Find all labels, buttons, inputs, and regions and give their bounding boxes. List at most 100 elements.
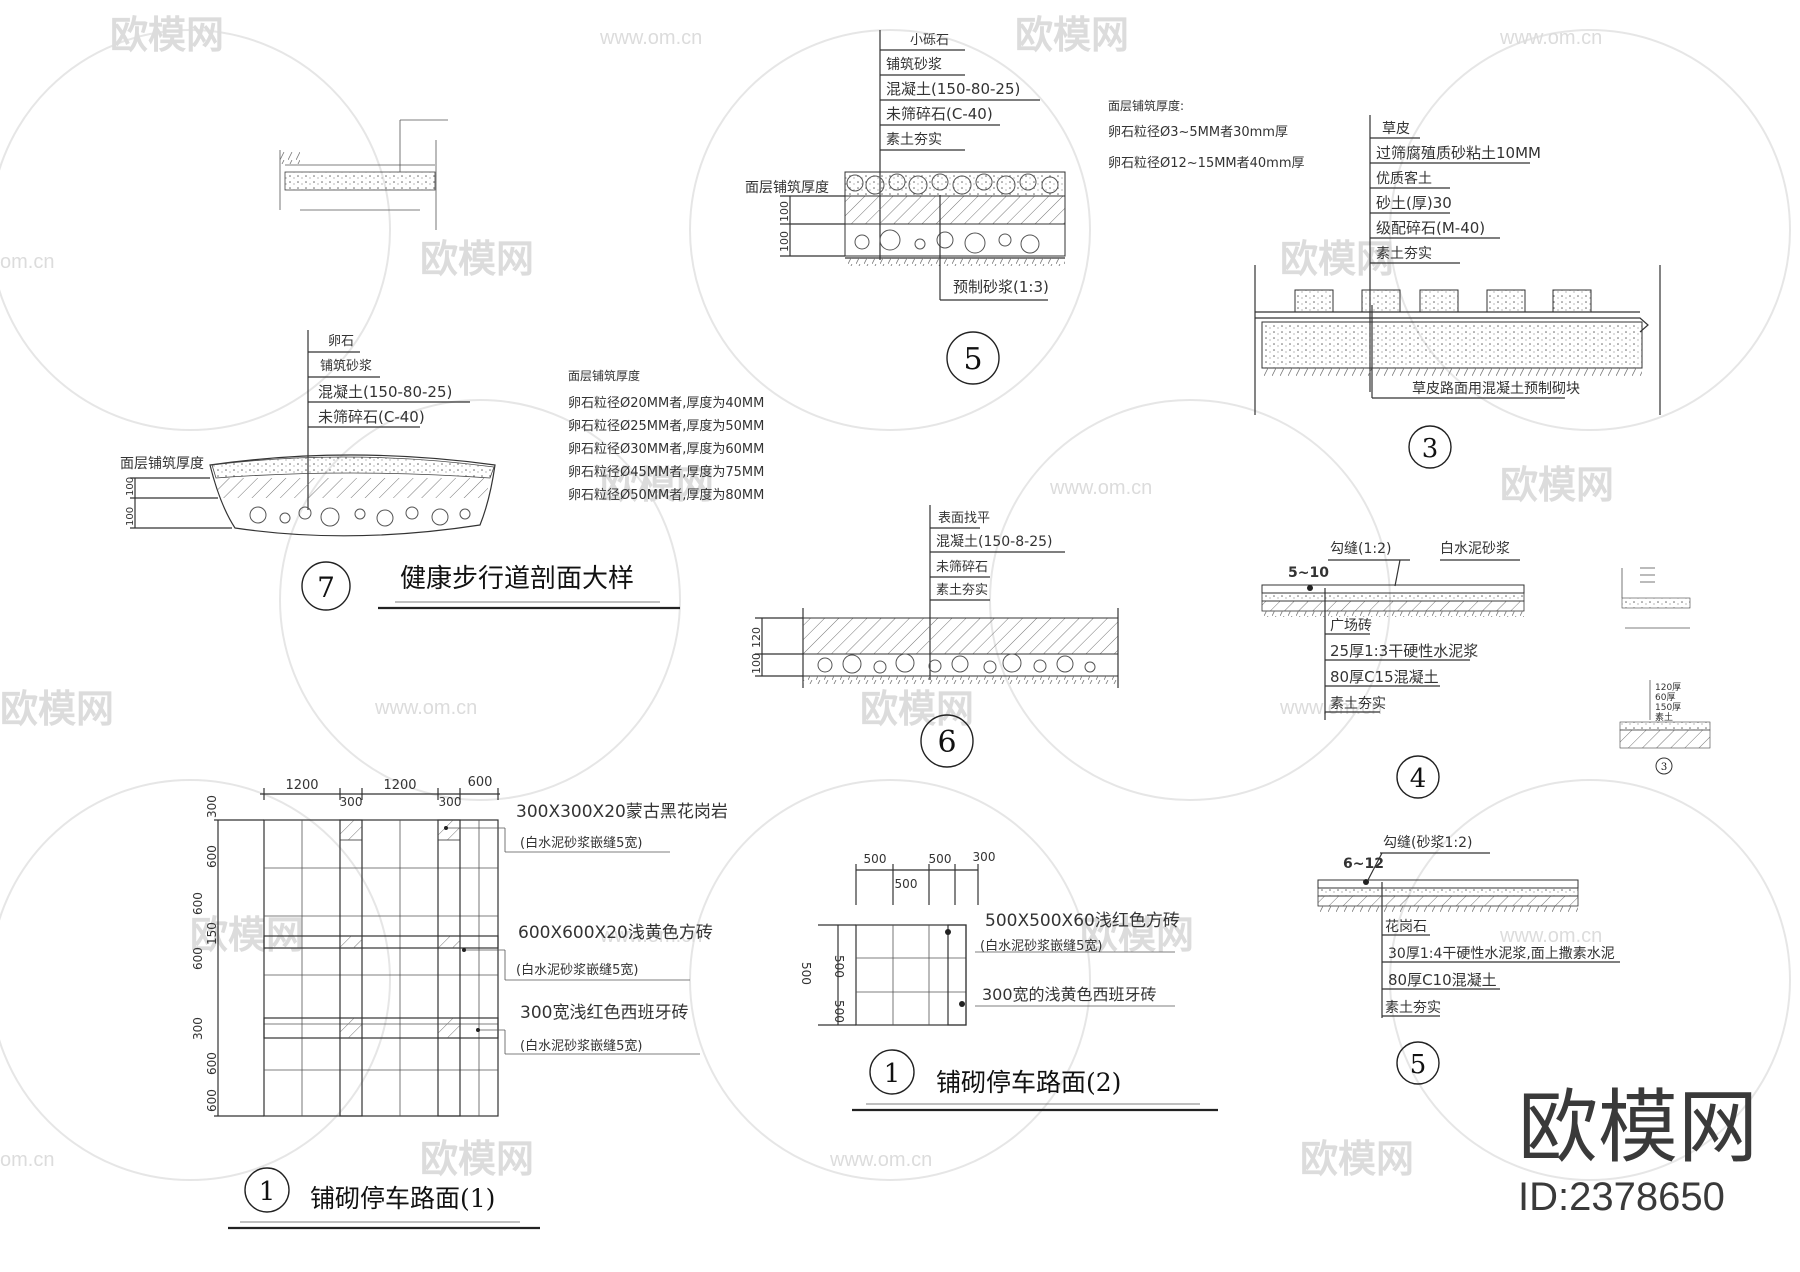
note-line: 卵石粒径Ø50MM者,厚度为80MM [568, 487, 764, 503]
thickness-label: 面层铺筑厚度 [120, 456, 204, 472]
dim-label: 100 [778, 231, 791, 252]
watermark-logo: 欧模网 [1300, 1139, 1414, 1181]
watermark-url: www.om.cn [1049, 477, 1152, 499]
layer-label: 砂土(厚)30 [1376, 194, 1452, 212]
watermark-logo: 欧模网 [420, 239, 534, 281]
brand-logo: 欧模网 [1518, 1081, 1758, 1174]
watermark-logo: 欧模网 [110, 15, 224, 57]
dim-label: 600 [205, 1089, 219, 1112]
dim-label: 500 [832, 955, 846, 978]
joint-size: 5~10 [1288, 565, 1329, 581]
layer-label: 素土夯实 [886, 132, 942, 148]
watermark-logo: 欧模网 [860, 689, 974, 731]
watermark-url: www.om.cn [599, 925, 702, 947]
layer-label: 草皮 [1382, 121, 1410, 137]
brand-block: 欧模网 ID:2378650 [1518, 1081, 1758, 1219]
dim-label: 100 [750, 653, 763, 674]
detail-5-bottom: 勾缝(砂浆1:2) 6~12 花岗石 30厚1:4干硬性水泥浆,面上撒素水泥 8… [1317, 835, 1620, 1085]
joint-size: 6~12 [1343, 856, 1384, 872]
note-line: 卵石粒径Ø3~5MM者30mm厚 [1108, 125, 1288, 140]
material-note: (白水泥砂浆嵌缝5宽) [520, 1038, 642, 1054]
layer-label: 25厚1:3干硬性水泥浆 [1330, 642, 1478, 660]
material-note: 300宽浅红色西班牙砖 [520, 1003, 688, 1023]
dim-label: 500 [895, 877, 918, 891]
layer-label: 150厚 [1655, 702, 1681, 713]
parking-plan-2: 500 500 300 500 500 500 500 500X500X60浅红… [799, 850, 1218, 1112]
watermark-url: www.om.cn [374, 697, 477, 719]
watermark-url: om.cn [0, 251, 54, 273]
layer-label: 广场砖 [1330, 618, 1372, 634]
material-note: (白水泥砂浆嵌缝5宽) [516, 962, 638, 978]
note-title: 面层铺筑厚度: [1108, 98, 1184, 113]
watermark-url: www.om.cn [1499, 27, 1602, 49]
layer-label: 素土夯实 [1330, 696, 1386, 712]
dim-label: 100 [125, 477, 136, 496]
layer-label: 素土夯实 [936, 583, 988, 598]
watermark-logo: 欧模网 [1280, 239, 1394, 281]
note-line: 卵石粒径Ø45MM者,厚度为75MM [568, 464, 764, 480]
dim-label: 600 [205, 845, 219, 868]
watermark-logo: 欧模网 [1015, 15, 1129, 57]
material-note: (白水泥砂浆嵌缝5宽) [520, 835, 642, 851]
material-note: 500X500X60浅红色方砖 [985, 911, 1180, 931]
layer-label: 120厚 [1655, 682, 1681, 693]
watermark-logo: 欧模网 [1080, 915, 1194, 957]
material-note: 600X600X20浅黄色方砖 [518, 923, 713, 943]
brand-id: ID:2378650 [1518, 1175, 1725, 1219]
watermark-logo: 欧模网 [600, 465, 714, 507]
dim-label: 1200 [383, 778, 416, 793]
dim-label: 600 [191, 947, 205, 970]
dim-label: 600 [205, 1052, 219, 1075]
layer-label: 卵石 [328, 334, 354, 349]
dim-label: 1200 [285, 778, 318, 793]
layer-label: 小砾石 [910, 33, 949, 48]
detail-number: 5 [963, 342, 982, 377]
detail-number: 1 [259, 1177, 276, 1207]
detail-number: 6 [937, 725, 956, 760]
detail-number: 1 [884, 1059, 901, 1089]
layer-label: 铺筑砂浆 [320, 358, 372, 374]
layer-label: 未筛碎石(C-40) [318, 408, 425, 426]
material-note: (白水泥砂浆嵌缝5宽) [980, 938, 1102, 954]
note-line: 卵石粒径Ø12~15MM者40mm厚 [1108, 156, 1305, 171]
detail-title: 健康步行道剖面大样 [400, 564, 634, 594]
detail-7: 卵石 铺筑砂浆 混凝土(150-80-25) 未筛碎石(C-40) 面层铺筑厚度… [120, 330, 764, 611]
note-line: 卵石粒径Ø20MM者,厚度为40MM [568, 395, 764, 411]
detail-number: 5 [1410, 1050, 1427, 1080]
watermark-logo: 欧模网 [1500, 465, 1614, 507]
bottom-label: 草皮路面用混凝土预制砌块 [1412, 381, 1580, 397]
layer-label: 素土 [1655, 711, 1673, 723]
layer-label: 花岗石 [1385, 919, 1427, 935]
watermark-url: www.om.cn [1279, 697, 1382, 719]
dim-label: 300 [205, 795, 219, 818]
watermark-url: om.cn [0, 1149, 54, 1171]
parking-plan-1: 1200 300 1200 300 600 300 600 600 150 60… [191, 775, 728, 1230]
layer-label: 混凝土(150-8-25) [936, 534, 1052, 550]
layer-label: 混凝土(150-80-25) [318, 383, 452, 401]
note-title: 面层铺筑厚度 [568, 368, 640, 383]
dim-label: 120 [750, 627, 763, 648]
layer-label: 未筛碎石 [936, 560, 988, 575]
dim-label: 300 [191, 1017, 205, 1040]
dim-label: 300 [439, 795, 462, 809]
layer-label: 表面找平 [938, 511, 990, 526]
joint-label: 勾缝(砂浆1:2) [1383, 835, 1472, 851]
mini-detail-right: 120厚 60厚 150厚 素土 3 [1619, 567, 1711, 775]
material-note: 300宽的浅黄色西班牙砖 [982, 985, 1157, 1004]
layer-label: 过筛腐殖质砂粘土10MM [1376, 144, 1541, 162]
layer-label: 素土夯实 [1385, 1000, 1441, 1016]
dim-label: 500 [832, 1000, 846, 1023]
joint-label: 勾缝(1:2) [1330, 541, 1391, 557]
layer-label: 素土夯实 [1376, 246, 1432, 262]
dim-label: 150 [205, 922, 219, 945]
note-line: 卵石粒径Ø30MM者,厚度为60MM [568, 441, 764, 457]
dim-label: 300 [973, 850, 996, 864]
layer-label: 级配碎石(M-40) [1376, 219, 1485, 237]
dim-label: 600 [468, 775, 493, 790]
detail-4: 勾缝(1:2) 白水泥砂浆 5~10 广场砖 25厚1:3干硬性水泥浆 80厚C… [1261, 541, 1525, 799]
layer-label: 混凝土(150-80-25) [886, 80, 1020, 98]
dim-label: 500 [799, 962, 813, 985]
dim-label: 500 [929, 852, 952, 866]
watermark-logo: 欧模网 [420, 1139, 534, 1181]
grout-label: 白水泥砂浆 [1440, 541, 1510, 557]
